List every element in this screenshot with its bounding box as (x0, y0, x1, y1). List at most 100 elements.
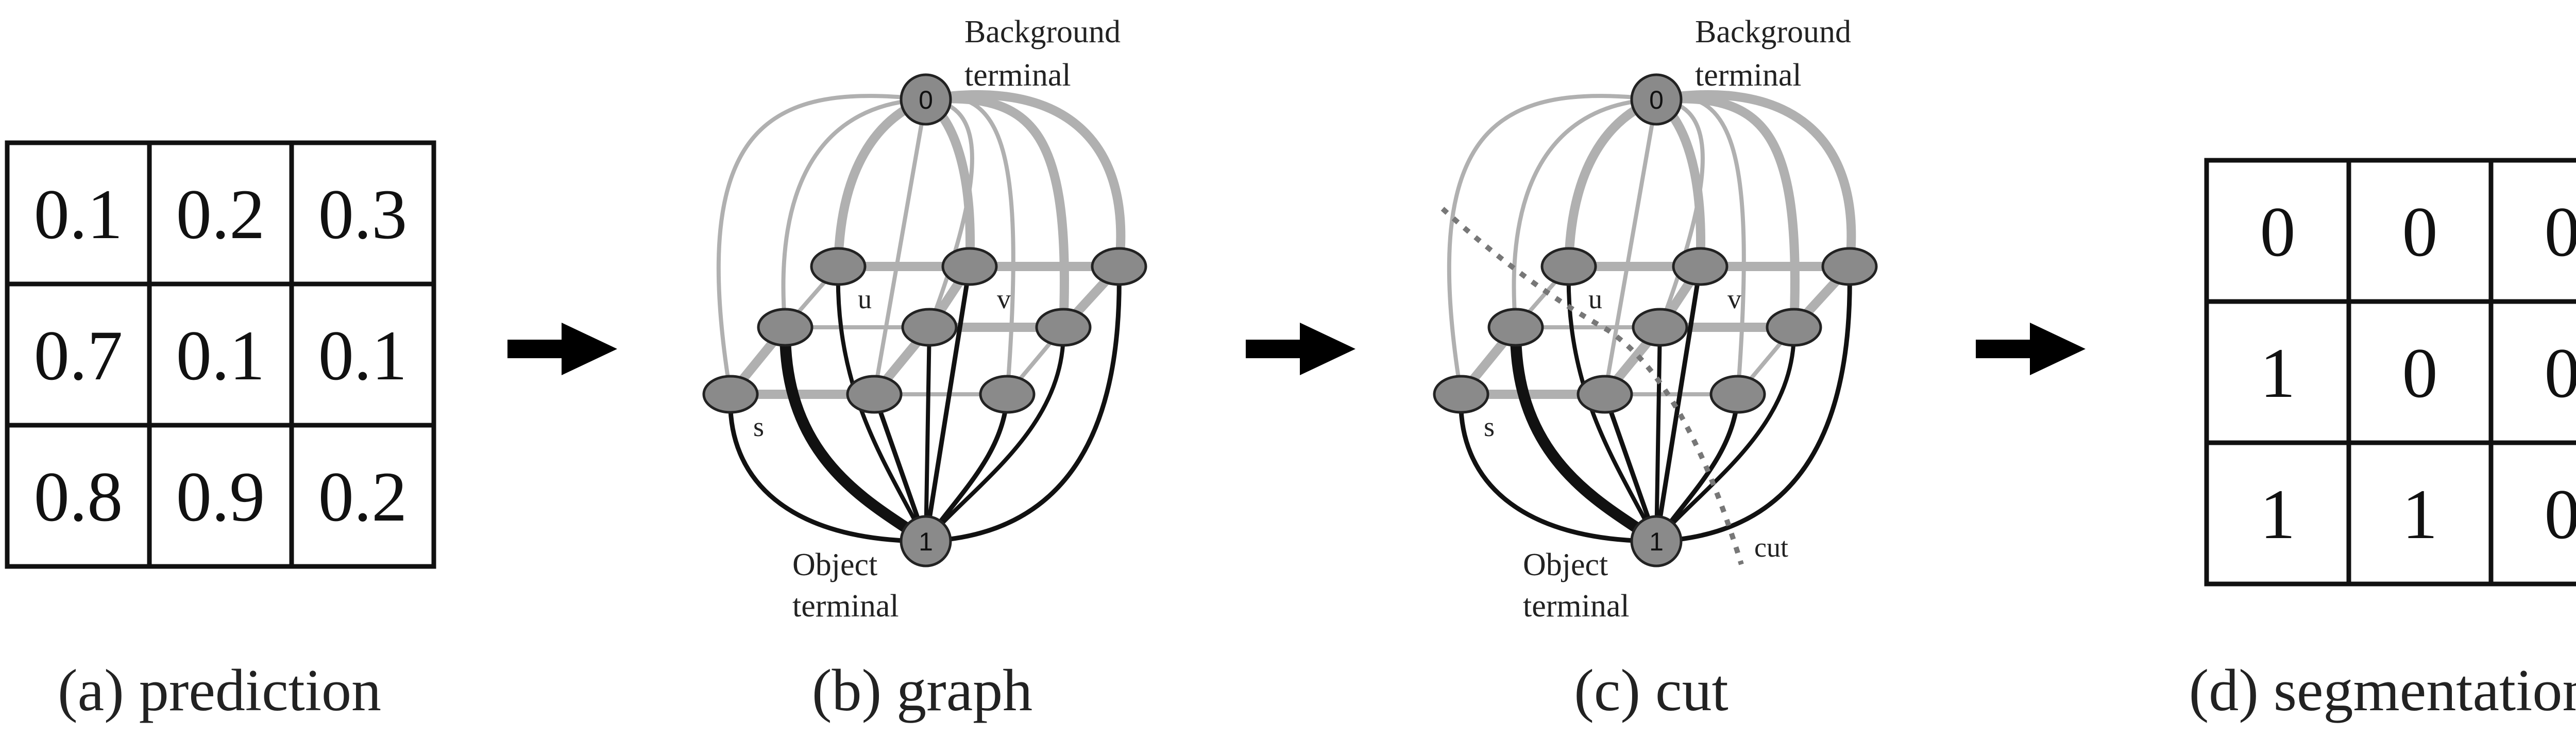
graph-edge (1656, 95, 1746, 395)
pixel-node (1091, 247, 1147, 286)
svg-text:terminal: terminal (1695, 58, 1802, 93)
graph-edge (1654, 327, 1797, 543)
node-label-v: v (1727, 283, 1741, 314)
svg-text:terminal: terminal (1523, 589, 1630, 624)
svg-text:terminal: terminal (964, 58, 1071, 93)
segmentation-cell-value: 0 (2545, 475, 2576, 554)
pixel-node (1766, 308, 1822, 347)
graph-edge (728, 394, 926, 544)
prediction-cell (5, 140, 152, 287)
graph-edge (1459, 394, 1657, 544)
prediction-cell (5, 423, 152, 569)
graph-edge (1654, 264, 1703, 544)
cut-caption: (c) cut (1574, 658, 1728, 724)
prediction-cell (289, 281, 436, 428)
graph-edge (872, 97, 928, 396)
pixel-node (1577, 375, 1633, 414)
prediction-cell-value: 0.7 (34, 316, 123, 395)
prediction-cell-value: 0.8 (34, 457, 123, 536)
cut-line (1440, 207, 1744, 565)
pixel-node (810, 247, 867, 286)
graph-edge (924, 325, 931, 543)
graph-edge (1654, 325, 1662, 543)
arrow-b-to-c (1246, 323, 1355, 375)
node-label-s: s (1484, 411, 1495, 442)
pixel-node (1540, 247, 1597, 286)
segmentation-cell (2204, 440, 2351, 587)
pixel-node (1487, 308, 1544, 347)
svg-text:Background: Background (1695, 14, 1851, 49)
graph-edge (1603, 97, 1658, 396)
svg-text:Background: Background (964, 14, 1121, 49)
node-label-v: v (997, 283, 1011, 314)
pixel-node (979, 375, 1036, 414)
segmentation-cell-value: 0 (2545, 192, 2576, 271)
segmentation-cell-value: 1 (2402, 475, 2438, 554)
graph-edge (924, 327, 1066, 543)
graph-edge (779, 327, 929, 546)
pixel-node (1632, 308, 1688, 347)
pixel-node (901, 308, 958, 347)
segmentation-cell-value: 0 (2260, 192, 2296, 271)
graph-edge (716, 94, 926, 395)
svg-text:terminal: terminal (792, 589, 899, 624)
graph-edge (1566, 266, 1658, 542)
graph-edge (925, 266, 1122, 544)
object-terminal-node (900, 515, 952, 567)
graph-object-terminal-label: Object terminal (792, 547, 899, 624)
object-terminal-node-label: 1 (919, 527, 933, 556)
prediction-cell-value: 0.1 (34, 175, 123, 254)
cut-background-terminal-label: Background terminal (1695, 14, 1851, 93)
prediction-cell-value: 0.2 (176, 175, 265, 254)
segmentation-cell-value: 1 (2260, 333, 2296, 412)
segmentation-cell (2488, 158, 2576, 304)
graph-edge (836, 266, 928, 542)
segmentation-cell-value: 1 (2260, 475, 2296, 554)
object-terminal-node-label: 1 (1649, 527, 1664, 556)
arrow-a-to-b (507, 323, 617, 375)
background-terminal-node (1630, 73, 1683, 126)
prediction-caption: (a) prediction (58, 658, 381, 724)
pixel-node (846, 375, 903, 414)
graph-edge (923, 264, 972, 544)
segmentation-caption: (d) segmentation (2189, 658, 2576, 724)
svg-text:Object: Object (792, 547, 877, 582)
pixel-node (1035, 308, 1092, 347)
pixel-node (941, 247, 998, 286)
segmentation-cell-value: 0 (2402, 333, 2438, 412)
prediction-cell-value: 0.1 (318, 316, 408, 395)
pixel-node (1433, 375, 1489, 414)
graph-edge (925, 90, 1126, 267)
pixel-node (1821, 247, 1878, 286)
graph-edge (1510, 327, 1660, 546)
segmentation-cell (2488, 440, 2576, 587)
svg-text:Object: Object (1523, 547, 1608, 582)
segmentation-cell-value: 0 (2545, 333, 2576, 412)
pixel-node (702, 375, 759, 414)
graph-edge (781, 97, 926, 328)
graph-edge (925, 95, 1015, 395)
graph-background-terminal-label: Background terminal (964, 14, 1121, 93)
prediction-cell-value: 0.9 (176, 457, 265, 536)
arrow-c-to-d (1976, 323, 2086, 375)
node-label-s: s (753, 411, 764, 442)
background-terminal-node-label: 0 (1649, 86, 1664, 114)
pixel-node (1709, 375, 1766, 414)
pixel-node (1672, 247, 1728, 286)
segmentation-cell-value: 0 (2402, 192, 2438, 271)
graph-edge (1512, 97, 1657, 328)
prediction-cell (289, 423, 436, 569)
object-terminal-node (1630, 515, 1683, 567)
background-terminal-node (900, 73, 952, 126)
cut-label: cut (1754, 532, 1788, 563)
prediction-cell (147, 423, 294, 569)
graph-edge (1655, 90, 1856, 267)
background-terminal-node-label: 0 (919, 86, 933, 114)
prediction-cell-value: 0.3 (318, 175, 408, 254)
segmentation-grid: 0 0 0 1 0 0 1 1 0 (2204, 158, 2576, 587)
cut-object-terminal-label: Object terminal (1523, 547, 1630, 624)
